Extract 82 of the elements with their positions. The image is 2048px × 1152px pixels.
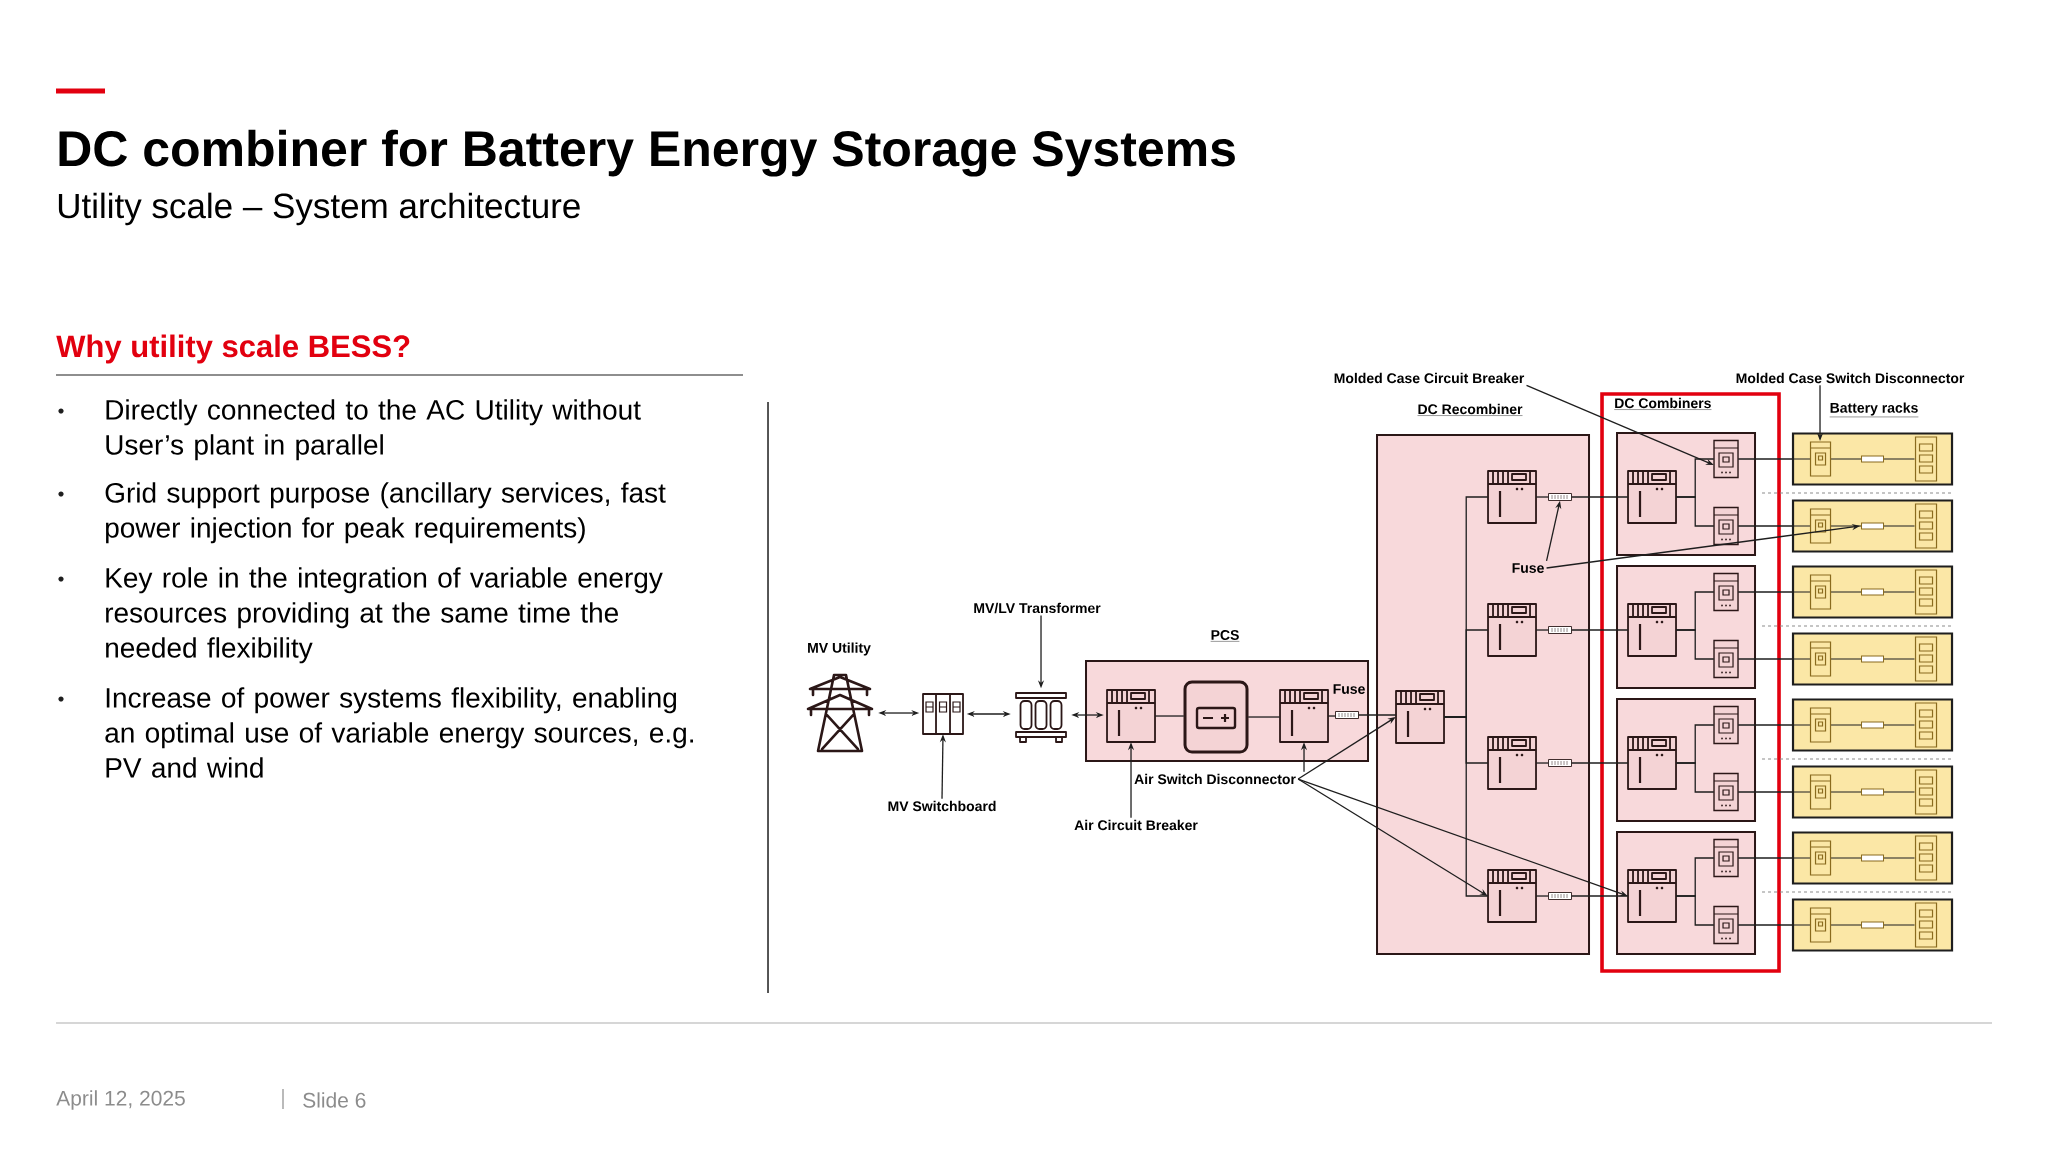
section-heading: Battery racks [1829,402,1919,418]
wire-line [1675,496,1715,527]
wire-line [1358,714,1397,716]
title: DC combiner for Battery Energy Storage Systems [59,129,1235,177]
wire-line [1535,762,1549,764]
section-heading: DC Combiners [1614,397,1712,410]
wire-line [1571,629,1629,631]
wire-line [1571,762,1629,764]
wire-line [1247,716,1281,718]
wire-line [1737,458,1794,460]
callout-label: Air Circuit Breaker [1074,819,1198,831]
wire-line [1737,525,1794,527]
breaker-icon [1487,470,1537,524]
section-heading: DC Recombiner [1417,403,1523,416]
bullet-item: Directly connected to the AC Utility without User’s plant in parallel [58,399,641,461]
wire-line [1737,724,1794,726]
breaker-icon [1713,439,1739,479]
breaker-icon [1713,572,1739,612]
breaker-icon [1395,690,1445,744]
wire-line [1327,715,1336,717]
wire-line [1154,715,1185,717]
breaker-icon [1487,736,1537,790]
battery-rack [1791,565,1954,619]
wire-line [1675,762,1715,793]
wire-line [1571,496,1629,498]
switchboard-icon [922,693,964,735]
fuse-icon [1335,711,1359,719]
bullet-item: Key role in the integration of variable energy resources providing at the same time the needed flexibility [58,567,663,664]
wire-line [1737,857,1794,859]
breaker-icon [1713,905,1739,945]
battery-rack [1791,432,1954,486]
battery-rack [1791,632,1954,686]
breaker-icon [1713,639,1739,679]
callout-label: Molded Case Circuit Breaker [1334,372,1525,384]
wire-line [1675,629,1715,660]
wire-line [1737,591,1794,593]
wire-line [1737,924,1794,926]
footer-date: April 12, 2025 [56,1090,185,1110]
battery-rack [1791,499,1954,553]
breaker-icon [1627,869,1677,923]
callout-label: MV/LV Transformer [974,602,1101,614]
callout-label: Air Switch Disconnector [1134,773,1296,785]
fuse-icon [1548,759,1572,767]
breaker-icon [1713,772,1739,812]
battery-rack [1791,831,1954,885]
battery-rack [1791,698,1954,752]
wire-line [1737,791,1794,793]
section-heading: PCS [1210,630,1240,642]
fuse-icon [1548,493,1572,501]
wire-line [1737,658,1794,660]
wire-line [1443,716,1489,897]
inverter-icon [1183,680,1249,754]
callout-label: Molded Case Switch Disconnector [1736,372,1965,384]
breaker-icon [1627,603,1677,657]
bullet-item: Grid support purpose (ancillary services, fast power injection for peak requirements) [58,482,666,544]
wire-line [1571,895,1629,897]
battery-rack [1791,898,1954,952]
slide-number: Slide 6 [303,1092,366,1108]
component-label: Fuse [1333,684,1365,694]
breaker-icon [1106,689,1156,743]
bullet-item: Increase of power systems flexibility, enabling an optimal use of variable energy sources, e.g. PV and wind [58,687,693,778]
subtitle: Utility scale – System architecture [58,192,580,226]
breaker-icon [1279,689,1329,743]
breaker-icon [1487,603,1537,657]
breaker-icon [1627,470,1677,524]
battery-rack [1791,765,1954,819]
callout-label: Fuse [1512,563,1544,573]
section-heading: Why utility scale BESS? [56,334,410,364]
fuse-icon [1548,892,1572,900]
breaker-icon [1713,506,1739,546]
callout-label: MV Switchboard [888,800,996,812]
wire-line [1535,895,1549,897]
component-label: MV Utility [808,642,871,656]
breaker-icon [1487,869,1537,923]
transformer-icon [1015,692,1067,743]
wire-line [1535,629,1549,631]
wire-line [1535,496,1549,498]
fuse-icon [1548,626,1572,634]
wire-line [1675,895,1715,926]
breaker-icon [1713,838,1739,878]
breaker-icon [1627,736,1677,790]
breaker-icon [1713,705,1739,745]
